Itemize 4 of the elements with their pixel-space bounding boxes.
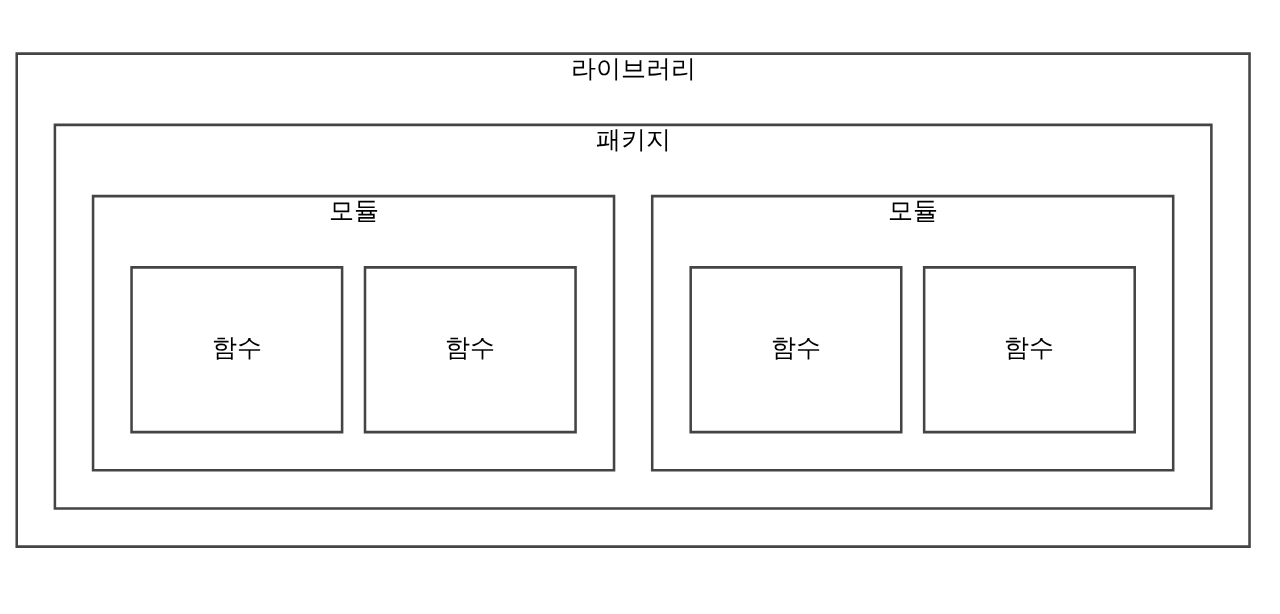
node-box: 함수 — [130, 266, 344, 434]
node-box: 함수 — [363, 266, 577, 434]
node-box: 함수 — [689, 266, 903, 434]
node-box: 함수 — [922, 266, 1136, 434]
